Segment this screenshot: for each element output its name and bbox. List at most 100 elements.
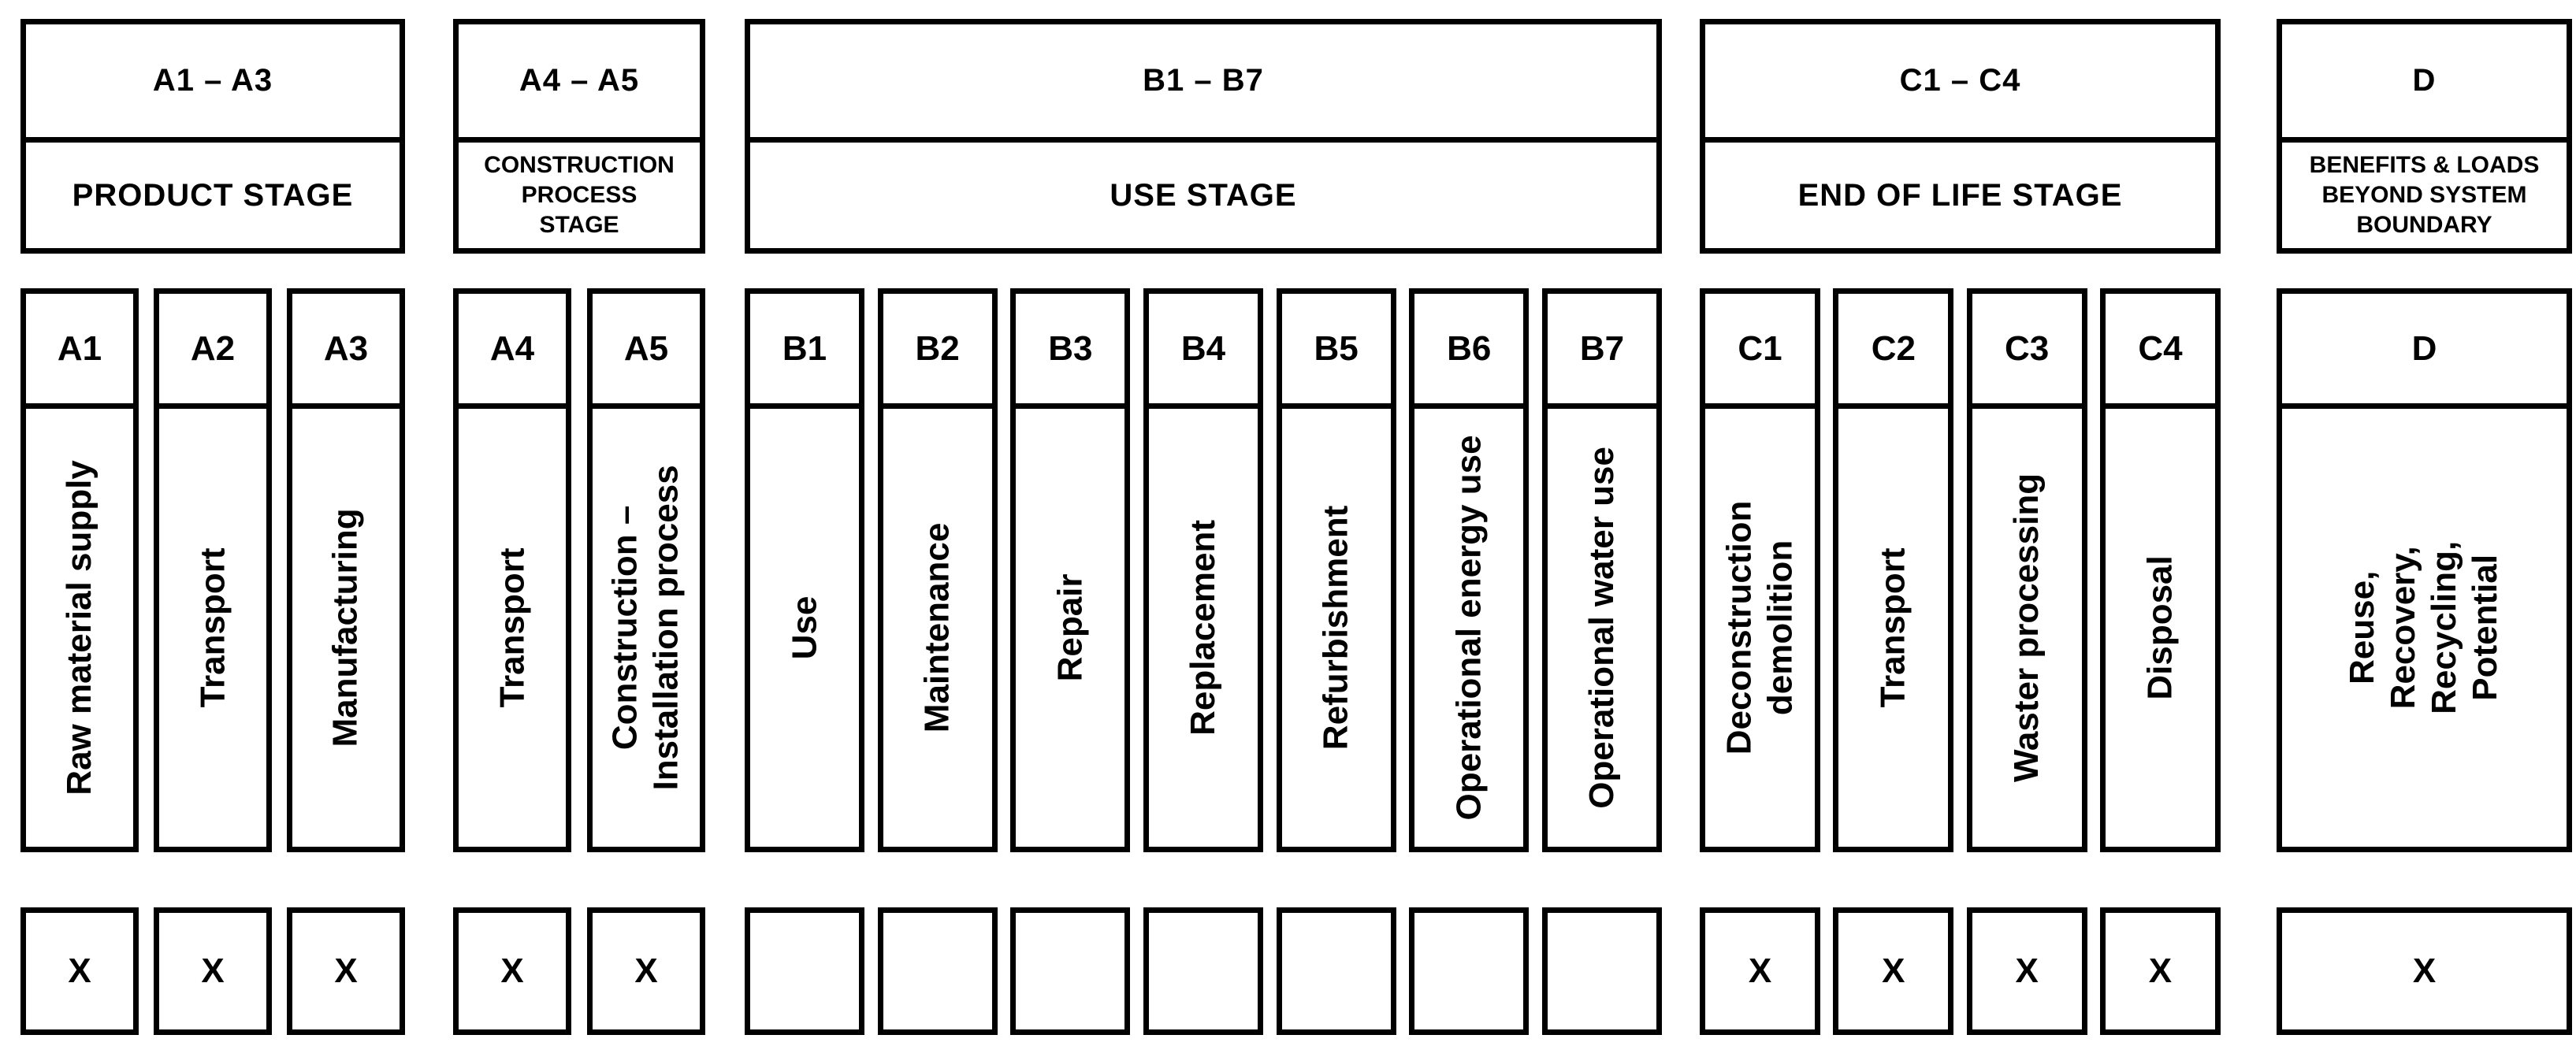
inclusion-mark: X bbox=[2412, 951, 2437, 990]
module-label-cell: Transport bbox=[159, 409, 266, 847]
module-label-cell: Transport bbox=[1838, 409, 1948, 847]
module-label-cell: Disposal bbox=[2106, 409, 2215, 847]
inclusion-box-B2 bbox=[877, 907, 998, 1035]
inclusion-box-A1: X bbox=[20, 907, 139, 1035]
module-label-cell: Reuse, Recovery, Recycling, Potential bbox=[2282, 409, 2567, 847]
stage-name: BENEFITS & LOADS BEYOND SYSTEM BOUNDARY bbox=[2309, 151, 2540, 239]
inclusion-box-A3: X bbox=[287, 907, 405, 1035]
module-label: Transport bbox=[493, 547, 532, 708]
inclusion-box-B5 bbox=[1276, 907, 1396, 1035]
stage-name: USE STAGE bbox=[1110, 177, 1297, 213]
inclusion-box-B1 bbox=[745, 907, 864, 1035]
module-label-cell: Operational water use bbox=[1548, 409, 1656, 847]
inclusion-mark: X bbox=[634, 951, 658, 990]
stage-code-range: C1 – C4 bbox=[1705, 24, 2215, 143]
inclusion-box-C2: X bbox=[1833, 907, 1954, 1035]
module-code: C4 bbox=[2105, 294, 2215, 409]
inclusion-mark: X bbox=[500, 951, 524, 990]
module-label: Maintenance bbox=[917, 522, 957, 733]
module-code: B6 bbox=[1414, 294, 1524, 409]
module-label-cell: Repair bbox=[1016, 409, 1124, 847]
inclusion-box-C1: X bbox=[1700, 907, 1820, 1035]
module-label-cell: Operational energy use bbox=[1414, 409, 1523, 847]
module-code: A4 bbox=[459, 294, 566, 409]
module-label-cell: Transport bbox=[459, 409, 566, 847]
module-label: Waster processing bbox=[2007, 473, 2046, 783]
module-label: Repair bbox=[1050, 573, 1090, 682]
module-label-cell: Refurbishment bbox=[1282, 409, 1391, 847]
stage-code-range: A4 – A5 bbox=[459, 24, 700, 143]
inclusion-mark: X bbox=[2148, 951, 2173, 990]
stage-name: END OF LIFE STAGE bbox=[1797, 177, 2123, 213]
module-code: D bbox=[2282, 294, 2567, 409]
module-label: Replacement bbox=[1184, 520, 1223, 736]
inclusion-mark: X bbox=[334, 951, 358, 990]
module-code: B3 bbox=[1016, 294, 1125, 409]
module-label-cell: Maintenance bbox=[883, 409, 992, 847]
module-label-cell: Use bbox=[750, 409, 859, 847]
module-label: Manufacturing bbox=[326, 508, 366, 747]
module-label-cell: Manufacturing bbox=[292, 409, 400, 847]
module-code: C1 bbox=[1705, 294, 1815, 409]
inclusion-mark: X bbox=[1882, 951, 1905, 990]
inclusion-box-B4 bbox=[1143, 907, 1263, 1035]
module-code: B1 bbox=[750, 294, 859, 409]
module-code: B7 bbox=[1547, 294, 1656, 409]
module-label-cell: Waster processing bbox=[1972, 409, 2082, 847]
inclusion-box-A4: X bbox=[453, 907, 571, 1035]
module-label: Transport bbox=[193, 547, 232, 708]
module-label: Operational energy use bbox=[1449, 435, 1489, 821]
module-label-cell: Raw material supply bbox=[26, 409, 133, 847]
module-label: Transport bbox=[1873, 547, 1912, 708]
module-code: C2 bbox=[1838, 294, 1949, 409]
stage-code-range: A1 – A3 bbox=[26, 24, 400, 143]
inclusion-mark: X bbox=[201, 951, 225, 990]
stage-group-header: C1 – C4 END OF LIFE STAGE bbox=[1700, 19, 2221, 254]
module-code: A1 bbox=[26, 294, 133, 409]
module-code: B4 bbox=[1148, 294, 1258, 409]
module-label: Reuse, Recovery, Recycling, Potential bbox=[2343, 540, 2505, 715]
module-code: C3 bbox=[1972, 294, 2082, 409]
module-label: Construction – Installation process bbox=[606, 465, 686, 791]
inclusion-box-C3: X bbox=[1966, 907, 2087, 1035]
inclusion-row: X bbox=[2277, 907, 2572, 1035]
module-code: A5 bbox=[593, 294, 700, 409]
module-label: Raw material supply bbox=[60, 460, 99, 796]
inclusion-mark: X bbox=[1748, 951, 1772, 990]
modules-row: D Reuse, Recovery, Recycling, Potential bbox=[2277, 288, 2572, 852]
inclusion-box-A2: X bbox=[154, 907, 272, 1035]
inclusion-row bbox=[745, 907, 1662, 1035]
module-code: B5 bbox=[1281, 294, 1391, 409]
module-label: Refurbishment bbox=[1316, 505, 1355, 751]
module-code: A3 bbox=[292, 294, 400, 409]
inclusion-box-C4: X bbox=[2099, 907, 2221, 1035]
inclusion-mark: X bbox=[68, 951, 91, 990]
